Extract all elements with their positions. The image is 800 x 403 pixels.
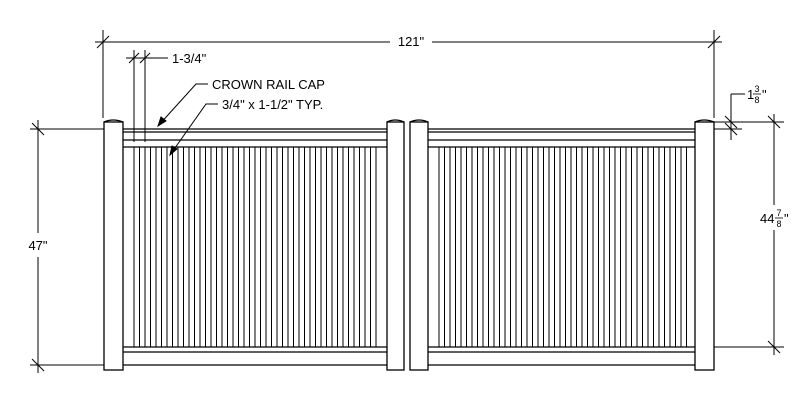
svg-text:1: 1 <box>747 87 754 102</box>
svg-text:44: 44 <box>760 211 774 226</box>
post-height-dimension <box>30 120 104 373</box>
post-caps <box>103 119 715 123</box>
svg-text:": " <box>762 87 767 102</box>
svg-text:8: 8 <box>776 219 781 229</box>
panel-height-label: 44 7 8 " <box>760 208 789 229</box>
fence-structure <box>103 119 715 371</box>
pickets-right <box>438 147 687 347</box>
left-post <box>103 121 124 371</box>
right-post <box>694 121 715 371</box>
picket-size-leader <box>169 103 218 157</box>
svg-text:8: 8 <box>754 95 759 105</box>
right-panel <box>428 128 695 366</box>
crown-rail-cap-callout: CROWN RAIL CAP <box>212 77 325 92</box>
svg-text:3: 3 <box>754 84 759 94</box>
left-panel <box>123 128 387 366</box>
overall-width-dimension <box>95 30 722 118</box>
pickets-left <box>133 147 377 347</box>
post-offset-label: 1 3 8 " <box>747 84 767 105</box>
overall-width-label: 121" <box>398 34 425 49</box>
post-height-label: 47" <box>28 238 47 253</box>
post-offset-dimension <box>714 93 784 140</box>
svg-text:7: 7 <box>776 208 781 218</box>
svg-text:": " <box>784 211 789 226</box>
panel-height-dimension <box>714 114 784 355</box>
picket-width-dimension <box>126 50 168 142</box>
center-post-right <box>409 121 429 371</box>
crown-rail-cap-leader <box>157 83 208 128</box>
center-post-left <box>386 121 405 371</box>
picket-size-callout: 3/4" x 1-1/2" TYP. <box>222 97 323 112</box>
picket-width-label: 1-3/4" <box>172 51 207 66</box>
